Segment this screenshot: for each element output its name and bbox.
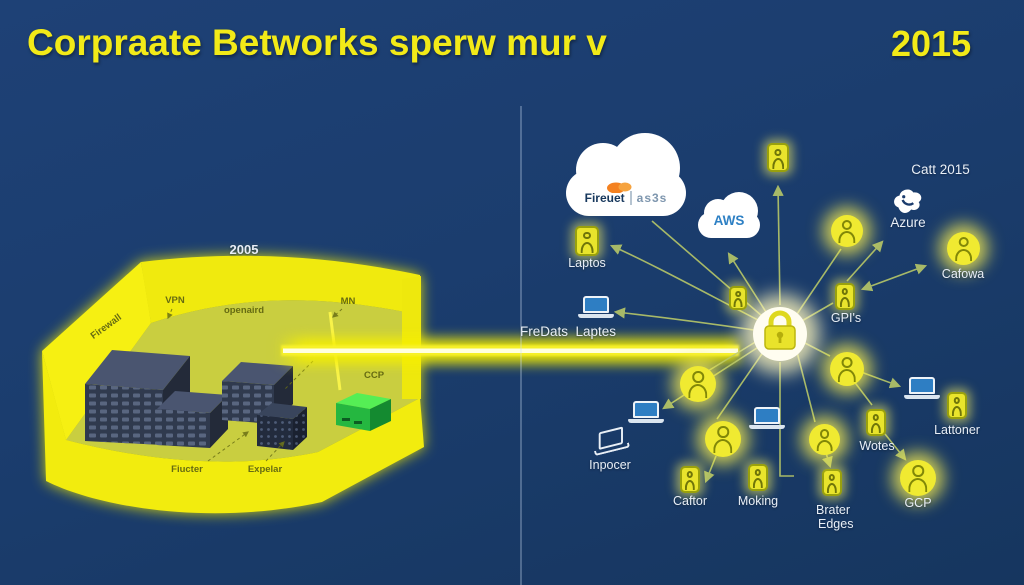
person-circle-icon-leftmid [680, 366, 716, 402]
vpn-label: VPN [165, 295, 185, 306]
azure-label: Azure [890, 215, 926, 230]
wall-right [402, 276, 421, 399]
person-icon-laptos [575, 226, 599, 256]
page-title: Corpraate Betworks sperw mur v [27, 22, 607, 63]
aws-label: AWS [713, 213, 745, 228]
cloudflare-name: Fireuet [584, 191, 625, 205]
cloudflare-cloud-icon [566, 133, 686, 216]
brater-label-line2: Edges [818, 517, 854, 531]
cloudflare-wordmark: Fireuet as3s [566, 191, 686, 205]
laptop-icon-fredats [578, 296, 614, 318]
mn-label: MN [340, 296, 356, 307]
person-icon-brater [822, 469, 842, 496]
wall-left [42, 262, 151, 440]
person-icon-near-hub [729, 286, 747, 310]
divider-line [520, 106, 522, 585]
server-cube-dotted [257, 403, 307, 450]
person-icon-wotes [866, 409, 886, 436]
aws-cloud-icon [698, 192, 760, 238]
cloudflare-suffix: as3s [629, 191, 668, 205]
wall-front [42, 351, 424, 514]
brater-label-line1: Brater [816, 503, 851, 517]
laptos-label: Laptos [568, 256, 606, 270]
laptop-icon-midleft [628, 401, 664, 423]
person-icon-lattoner [947, 392, 967, 419]
era-2005-label: 2005 [229, 242, 259, 257]
azure-icon [894, 189, 922, 213]
identity-hub [740, 294, 820, 374]
person-circle-icon-rightmid [830, 352, 864, 386]
person-icon-gpis [835, 283, 855, 310]
beam [276, 338, 740, 364]
openaird-label: openaird [223, 305, 265, 316]
ccp-label: CCP [363, 370, 385, 381]
laptop-icon-right [904, 377, 940, 399]
moking-label: Moking [737, 494, 779, 508]
cafowa-label: Cafowa [941, 267, 985, 281]
laptop-icon-center [749, 407, 785, 429]
dashed-annotations [167, 308, 343, 462]
person-circle-icon-gcp [900, 460, 936, 496]
person-icon-caftor [680, 466, 700, 493]
expelar-label: Expelar [247, 464, 283, 475]
wall-back [141, 255, 420, 323]
lock-icon [764, 310, 796, 350]
appliance-icon [336, 393, 391, 431]
corner-year-label: Catt 2015 [911, 162, 970, 177]
person-icon-top [767, 143, 789, 172]
gcp-label: GCP [904, 496, 932, 510]
caftor-label: Caftor [672, 494, 708, 508]
gpis-label: GPI's [830, 311, 862, 325]
person-circle-icon-caftor-glow [705, 421, 741, 457]
title-year: 2015 [891, 23, 972, 64]
person-icon-moking [748, 464, 768, 491]
lattoner-label: Lattoner [934, 423, 980, 437]
cloudflare-logo-icon [607, 182, 632, 193]
inpocer-label: Inpocer [589, 458, 631, 472]
person-circle-icon-cafowa [947, 232, 980, 265]
fredats-laptes-label: FreDats Laptes [519, 324, 617, 339]
server-rack-medium [157, 391, 228, 448]
person-circle-icon-brater-glow [809, 424, 840, 455]
wotes-label: Wotes [859, 439, 895, 453]
fiucter-label: Fiucter [171, 464, 203, 475]
person-circle-icon-topright [831, 215, 863, 247]
